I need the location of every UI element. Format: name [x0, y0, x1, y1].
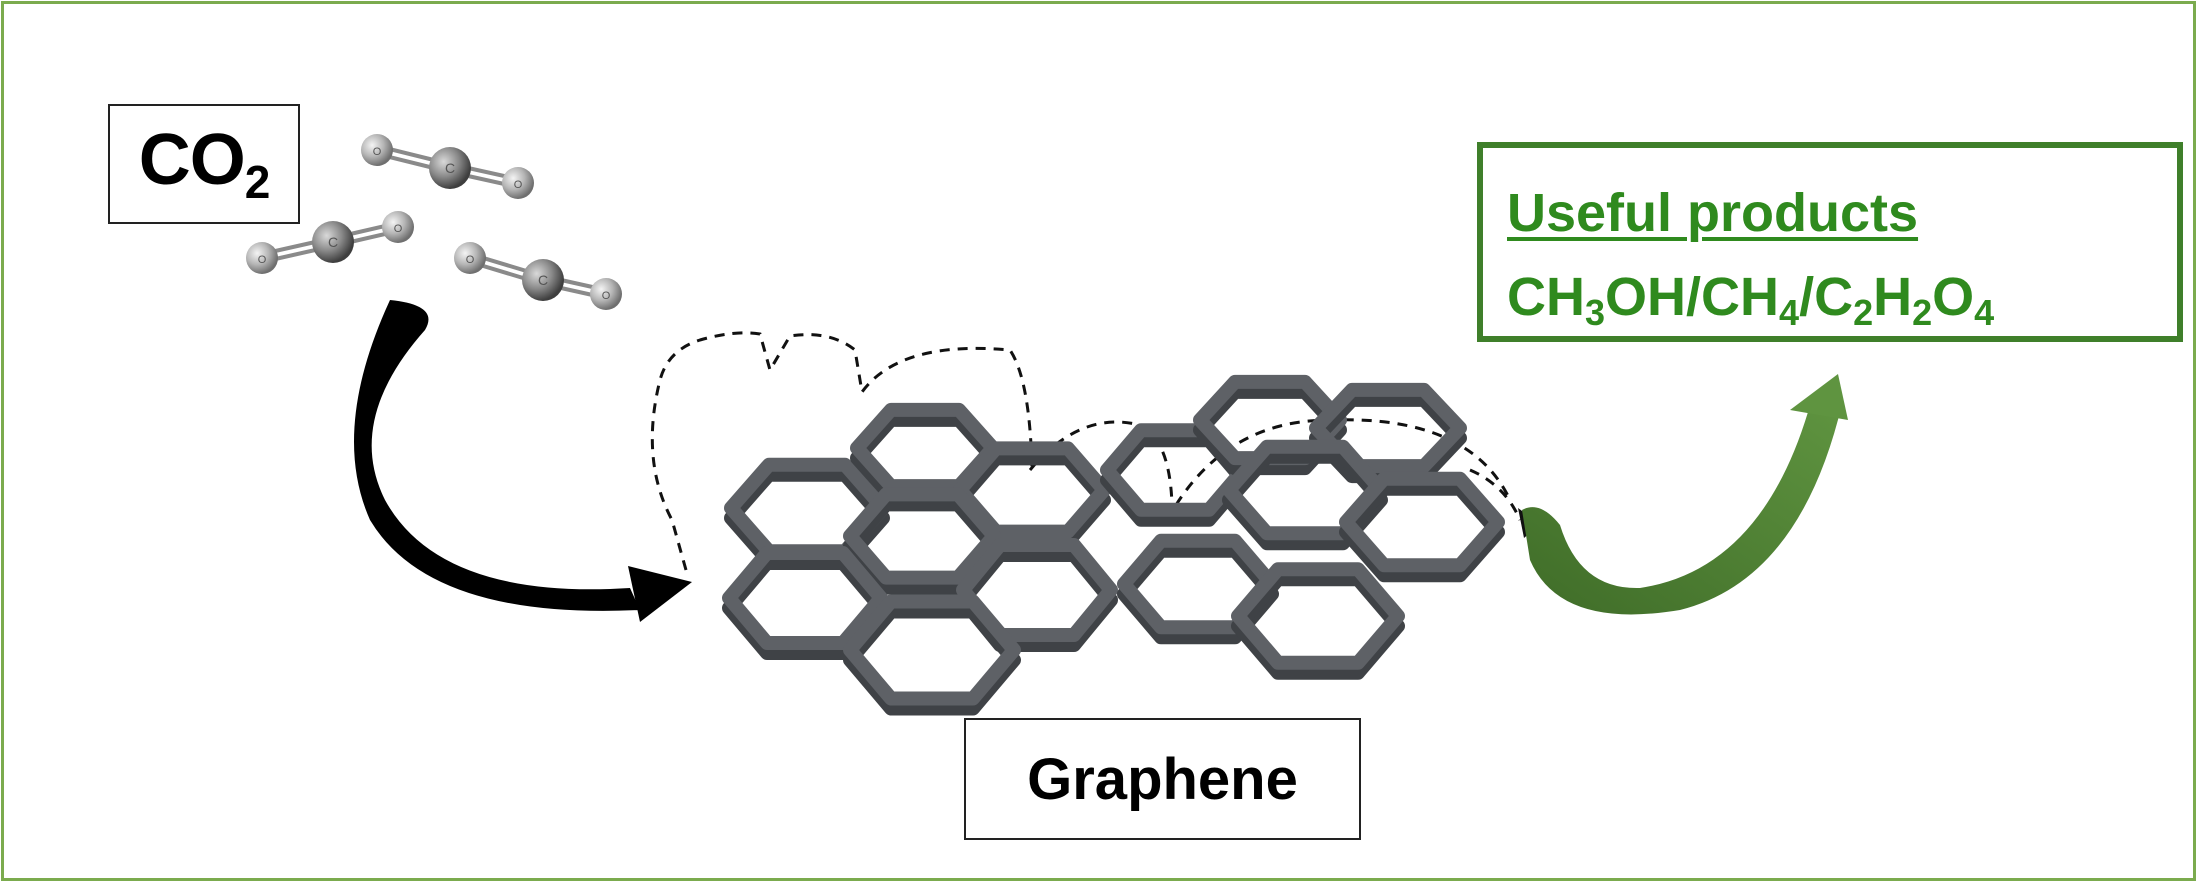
hexagon-ring	[843, 594, 1021, 706]
hexagon-ring	[722, 546, 888, 650]
formula-subscript: 4	[1779, 292, 1800, 333]
oxygen-atom-label: O	[514, 179, 523, 191]
graphene-label-box: Graphene	[964, 718, 1361, 840]
hexagon-ring	[1339, 471, 1505, 573]
graphene-label: Graphene	[1027, 746, 1298, 812]
oxygen-atom-label: O	[602, 290, 611, 302]
formula-subscript: 2	[1912, 292, 1933, 333]
oxygen-atom	[361, 134, 393, 166]
graphene-sheet	[722, 374, 1505, 716]
formula-subscript: 4	[1974, 292, 1995, 333]
products-title: Useful products	[1507, 183, 1919, 243]
products-formula: CH3OH/CH4/C2H2O4	[1507, 266, 2177, 344]
co2-label: CO2	[138, 120, 271, 208]
oxygen-atom-label: O	[394, 223, 403, 235]
co2-label-box: CO2	[108, 104, 300, 224]
co2-molecule: O C O	[361, 134, 534, 199]
hexagon-ring	[956, 538, 1118, 642]
formula-text: OH/CH	[1605, 267, 1780, 327]
oxygen-atom-label: O	[466, 254, 475, 266]
formula-subscript: 2	[1853, 292, 1874, 333]
oxygen-atom	[590, 278, 622, 310]
formula-text: /C	[1799, 267, 1854, 327]
oxygen-atom	[454, 242, 486, 274]
carbon-atom-label: C	[538, 272, 548, 288]
oxygen-atom	[502, 167, 534, 199]
hexagon-ring	[843, 487, 1001, 585]
carbon-atom-label: C	[445, 160, 455, 176]
hexagon-ring	[1309, 382, 1467, 474]
co2-molecules: O C O O C O O C O	[246, 134, 622, 310]
dashed-paths	[650, 331, 1522, 571]
formula-text: H	[1873, 267, 1913, 327]
co2-molecule: O C O	[454, 242, 622, 310]
formula-text: O	[1932, 267, 1975, 327]
hexagon-ring	[1231, 562, 1405, 670]
oxygen-atom	[246, 242, 278, 274]
carbon-atom	[429, 147, 471, 189]
black-curved-arrow	[354, 300, 692, 622]
co2-molecule: O C O	[246, 211, 414, 274]
carbon-atom	[312, 221, 354, 263]
formula-text: CH	[1507, 267, 1585, 327]
oxygen-atom	[382, 211, 414, 243]
products-box: Useful products CH3OH/CH4/C2H2O4	[1477, 142, 2183, 342]
green-curved-arrow	[1522, 374, 1848, 615]
carbon-atom-label: C	[328, 234, 338, 250]
carbon-atom	[522, 259, 564, 301]
oxygen-atom-label: O	[258, 254, 267, 266]
oxygen-atom-label: O	[373, 146, 382, 158]
formula-subscript: 3	[1585, 292, 1606, 333]
